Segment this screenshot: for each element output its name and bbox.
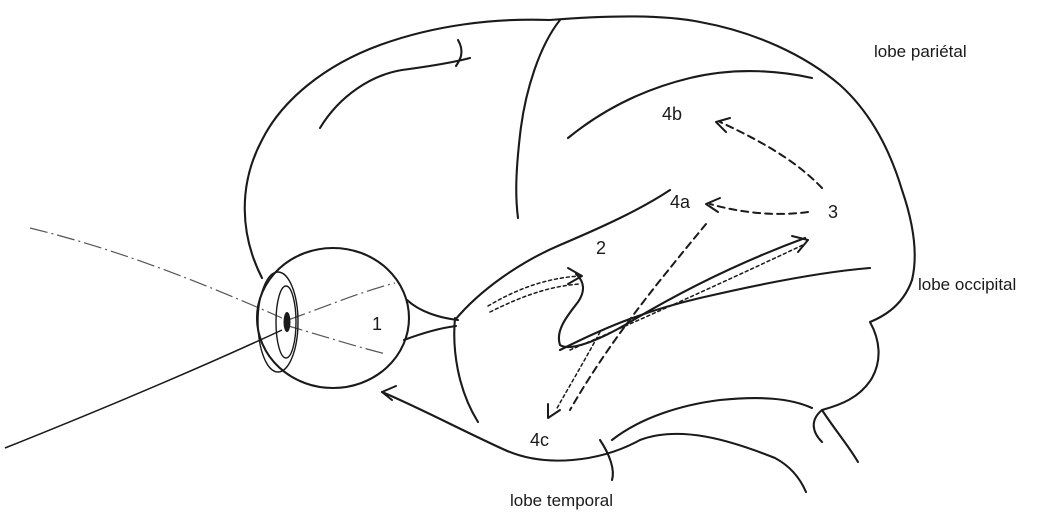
pathway-2-to-3 (570, 244, 805, 350)
sylvian-fissure (455, 190, 670, 320)
marker-4b: 4b (662, 104, 682, 124)
lobe-labels: lobe pariétal lobe occipital lobe tempor… (510, 42, 1016, 510)
optic-nerve-lower (404, 326, 456, 340)
brain-outline (245, 17, 915, 493)
frontal-sulcus (320, 58, 470, 128)
lower-ray (5, 330, 282, 448)
upper-ray (30, 228, 282, 318)
marker-3: 3 (828, 202, 838, 222)
marker-4a: 4a (670, 192, 691, 212)
optic-nerve-upper (407, 300, 458, 320)
temporal-lower-fold (600, 440, 613, 480)
brain-sulci (320, 20, 870, 440)
brain-temporal-contour (382, 392, 806, 492)
marker-4c: 4c (530, 430, 549, 450)
pathway-3-to-4b (720, 122, 822, 188)
temporal-sulcus (454, 318, 478, 422)
pathway-3-to-4a (710, 204, 808, 214)
cornea-outer (258, 272, 298, 372)
visual-field-rays (5, 228, 395, 448)
eye (257, 248, 458, 400)
label-occipital: lobe occipital (918, 275, 1016, 294)
label-temporal: lobe temporal (510, 491, 613, 510)
marker-2: 2 (596, 238, 606, 258)
brain-occipital-contour (814, 280, 912, 442)
parietal-sulcus (568, 71, 812, 138)
brain-upper-contour (245, 17, 915, 281)
temporal-inner-fold (612, 398, 812, 440)
pupil (284, 312, 291, 332)
label-parietal: lobe pariétal (874, 42, 967, 61)
lateral-fold (560, 268, 870, 350)
eyeball (257, 248, 409, 388)
visual-pathways (488, 118, 822, 418)
lower-inner-ray (285, 325, 386, 354)
cerebellum-contour (822, 410, 858, 462)
central-sulcus (516, 20, 560, 218)
marker-1: 1 (372, 314, 382, 334)
pathway-1-to-2 (488, 276, 580, 306)
